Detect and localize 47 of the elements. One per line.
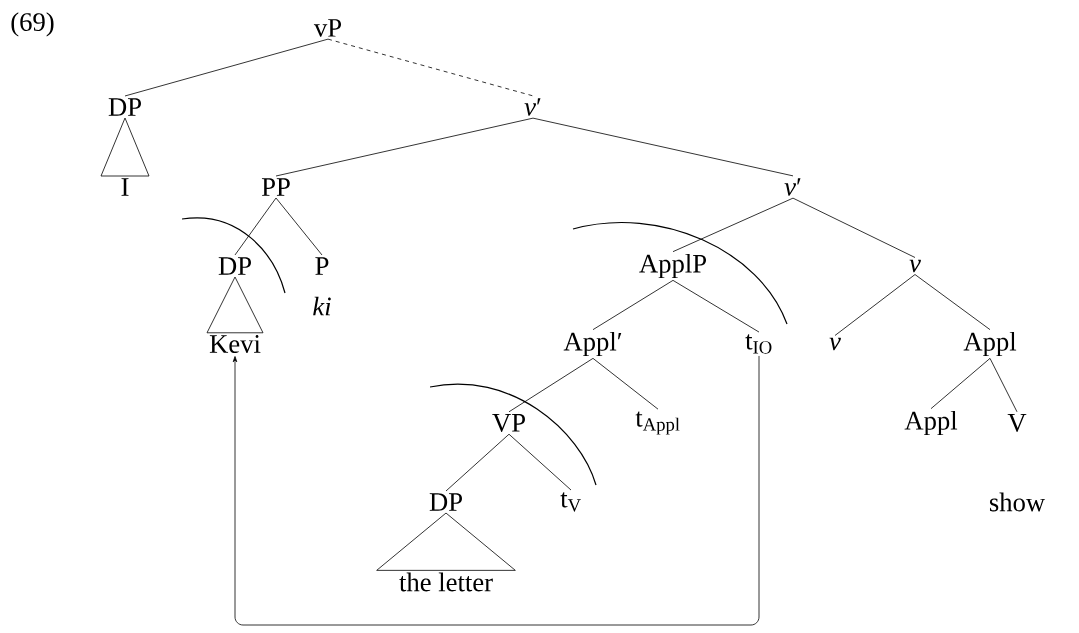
- branch-line: [508, 357, 594, 413]
- tree-label: t$_{IO}$: [745, 334, 772, 354]
- tree-label: P: [315, 257, 329, 275]
- tree-label: vP: [313, 19, 341, 37]
- branch-line: [672, 197, 794, 253]
- branch-line: [914, 274, 991, 331]
- branch-line: [445, 433, 510, 492]
- tree-label: v′: [524, 98, 541, 116]
- tree-label: DP: [218, 257, 251, 275]
- tree-label: v′: [784, 178, 801, 196]
- tree-label: PP: [261, 178, 290, 196]
- roof-triangle: [376, 512, 516, 571]
- branch-line: [275, 117, 534, 177]
- branch-line: [508, 433, 572, 491]
- branch-line: [792, 197, 916, 258]
- branch-line: [672, 279, 760, 333]
- tree-label: t$_{Appl}$: [635, 411, 680, 435]
- tree-label: DP: [108, 98, 141, 116]
- tree-label: Kevi: [209, 335, 261, 353]
- roof-triangle: [100, 117, 150, 177]
- word-label: show: [989, 492, 1046, 512]
- tree-label: VP: [492, 414, 525, 432]
- branch-line: [275, 197, 323, 256]
- movement-arrow: [232, 355, 760, 626]
- branch-line: [532, 117, 794, 177]
- branch-line: [592, 279, 674, 331]
- tree-label: DP: [429, 493, 462, 511]
- tree-label: Appl′: [563, 331, 622, 357]
- tree-label: I: [121, 178, 129, 196]
- tree-label: v: [909, 259, 921, 273]
- tree-label: v: [829, 337, 841, 351]
- tree-label: the letter: [399, 572, 493, 592]
- branch-line: [834, 274, 916, 336]
- branch-line: [327, 38, 534, 97]
- branch-line: [124, 38, 329, 97]
- tree-label: ApplP: [639, 253, 706, 279]
- tree-label: Appl: [963, 331, 1017, 357]
- roof-triangle: [206, 276, 264, 334]
- tree-label: t$_{V}$: [560, 492, 581, 512]
- branch-line: [592, 357, 659, 410]
- tree-label: Appl: [904, 410, 958, 436]
- branch-line: [989, 357, 1018, 413]
- tree-label: V: [1007, 414, 1027, 432]
- branch-line: [234, 197, 277, 256]
- word-label: ki: [313, 296, 331, 316]
- branch-line: [930, 357, 991, 410]
- example-number: (69): [11, 12, 54, 37]
